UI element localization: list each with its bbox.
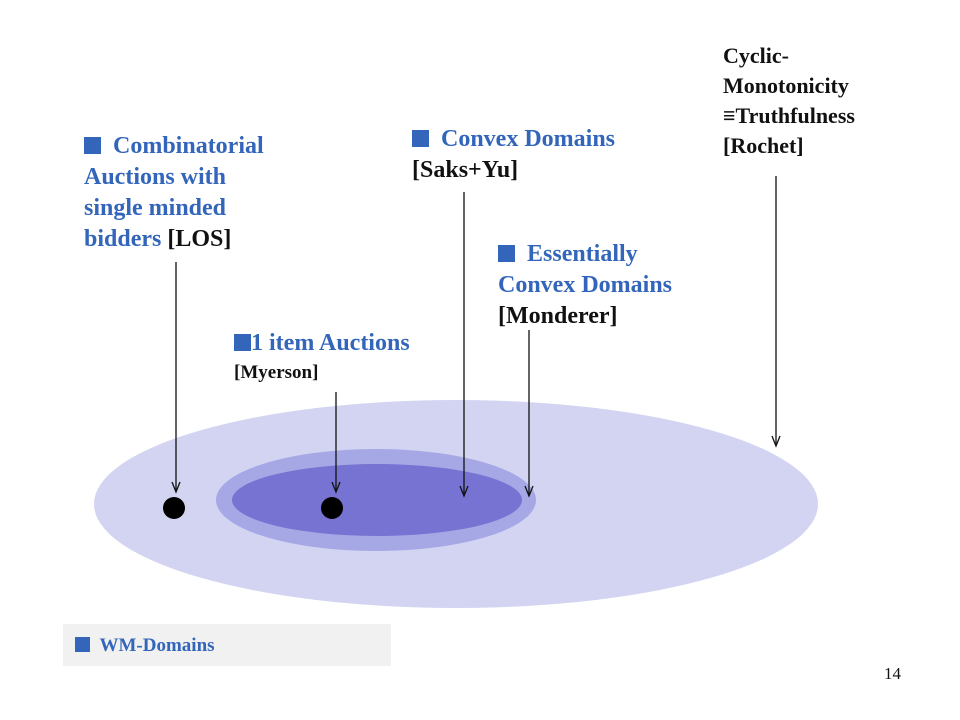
- arrowhead-essentially-convex: [524, 485, 534, 498]
- label-essentially-convex: Essentially Convex Domains [Monderer]: [498, 241, 673, 329]
- dot-combinatorial: [163, 497, 185, 519]
- dot-one-item: [321, 497, 343, 519]
- label-one-item-auctions: 1 item Auctions [Myerson]: [234, 330, 410, 383]
- legend-label: WM-Domains: [99, 635, 215, 656]
- arrowhead-cyclic: [771, 435, 781, 448]
- arrowhead-one-item: [331, 481, 341, 494]
- legend-box: WM-Domains: [63, 624, 391, 666]
- bullet-square-icon: [234, 334, 251, 351]
- one-item-auctions-ellipse: [232, 464, 522, 536]
- label-convex-domains: Convex Domains [Saks+Yu]: [412, 126, 616, 183]
- bullet-square-icon: [75, 637, 90, 652]
- label-combinatorial: Combinatorial Auctions with single minde…: [84, 133, 264, 252]
- arrowhead-combinatorial: [171, 481, 181, 494]
- arrowhead-convex: [459, 485, 469, 498]
- bullet-square-icon: [498, 245, 515, 262]
- page-number: 14: [884, 664, 901, 683]
- bullet-square-icon: [84, 137, 101, 154]
- bullet-square-icon: [412, 130, 429, 147]
- label-cyclic-monotonicity: Cyclic- Monotonicity ≡Truthfulness [Roch…: [723, 43, 855, 158]
- equivalence-symbol: ≡: [723, 103, 736, 128]
